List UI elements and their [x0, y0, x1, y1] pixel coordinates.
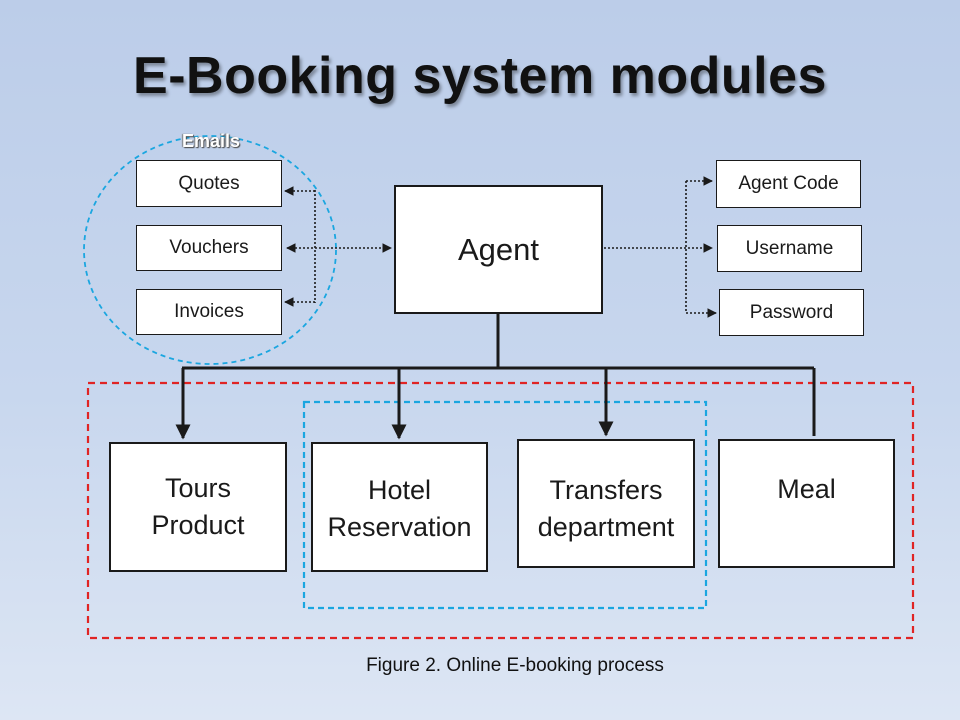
tours-product-box: Tours Product [109, 442, 287, 572]
hotel-reservation-line2: Reservation [327, 512, 472, 542]
modules-group-frame [86, 381, 915, 640]
tours-product-line1: Tours [164, 473, 232, 503]
meal-box: Meal [718, 439, 895, 568]
transfers-department-line1: Transfers [549, 475, 663, 505]
hotel-reservation-box: Hotel Reservation [311, 442, 488, 572]
quotes-box: Quotes [136, 160, 282, 207]
transfers-department-box: Transfers department [517, 439, 695, 568]
meal-line1: Meal [777, 474, 836, 504]
hotel-reservation-line1: Hotel [367, 475, 431, 505]
agent-code-box: Agent Code [716, 160, 861, 208]
invoices-box: Invoices [136, 289, 282, 335]
figure-caption: Figure 2. Online E-booking process [366, 655, 664, 676]
email-connectors [284, 186, 392, 307]
password-box: Password [719, 289, 864, 336]
vouchers-box: Vouchers [136, 225, 282, 271]
username-box: Username [717, 225, 862, 272]
credential-connectors [604, 176, 717, 318]
transfers-department-line2: department [537, 512, 675, 542]
module-connectors [175, 314, 816, 440]
reservation-group-frame [302, 400, 708, 610]
agent-box: Agent [394, 185, 603, 314]
emails-label: Emails [181, 131, 241, 151]
tours-product-line2: Product [151, 510, 245, 540]
page-title: E-Booking system modules [133, 47, 827, 105]
